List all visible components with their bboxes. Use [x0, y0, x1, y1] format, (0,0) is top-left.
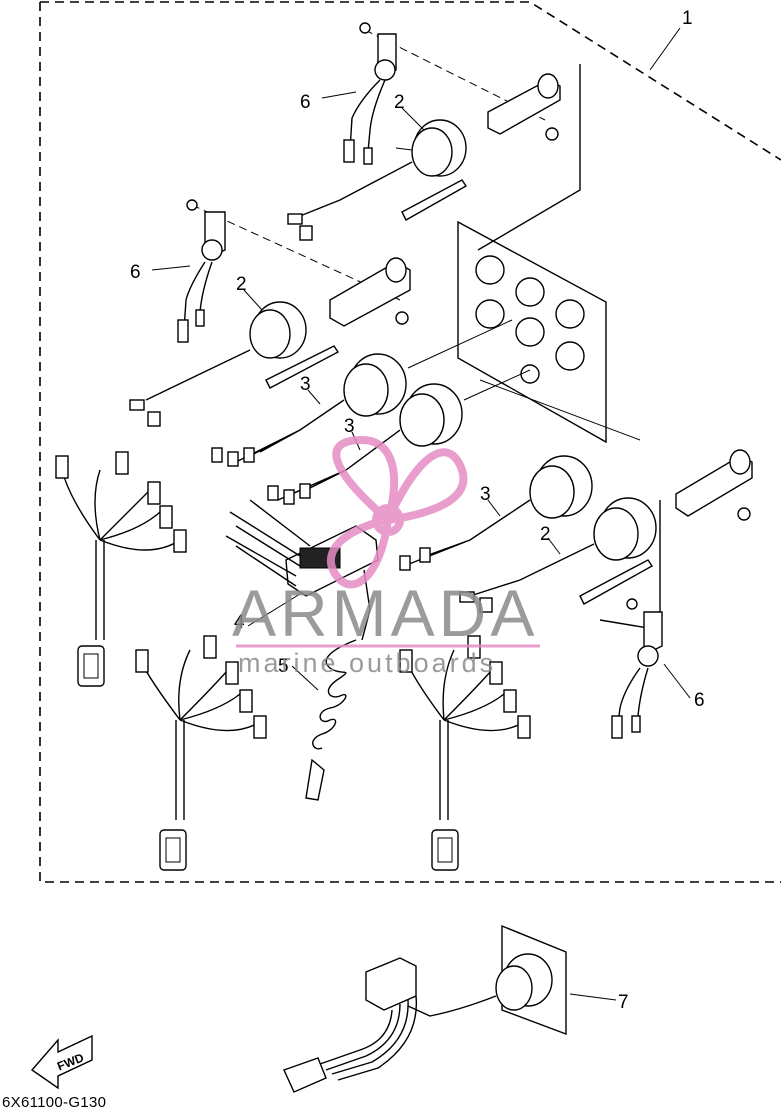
callout-1: 1 [682, 8, 693, 29]
gauge-assembly-right [399, 379, 753, 739]
propeller-logo [327, 435, 468, 589]
watermark-tagline: marine outboards [238, 648, 496, 678]
wiring-harness-center [135, 635, 267, 871]
gauge-assembly-3b [267, 369, 531, 505]
callout-5: 5 [278, 656, 289, 677]
callout-2-middle: 2 [236, 274, 247, 295]
wiring-harness-right [399, 635, 531, 871]
callout-labels: 1 2 2 2 3 3 3 4 5 6 6 6 7 [130, 8, 705, 1013]
callout-3-c: 3 [480, 484, 491, 505]
gauge-assembly-top [287, 22, 581, 251]
callout-3-b: 3 [344, 416, 355, 437]
gauge-assembly-3a [211, 319, 513, 467]
instrument-panel-plate [457, 220, 607, 444]
sensor-harness-lower [283, 924, 567, 1093]
watermark-brand: ARMADA [232, 576, 538, 650]
callout-7: 7 [618, 992, 629, 1013]
armada-watermark: ARMADA marine outboards [232, 435, 540, 678]
callout-2-top: 2 [394, 92, 405, 113]
callout-4: 4 [234, 612, 245, 633]
leader-lines [151, 27, 691, 1001]
assembly-boundary [39, 1, 781, 883]
callout-6-middle: 6 [130, 262, 141, 283]
lanyard-cord [305, 569, 371, 801]
gauge-assembly-middle [129, 199, 411, 427]
callout-6-right: 6 [694, 690, 705, 711]
callout-2-right: 2 [540, 524, 551, 545]
fwd-arrow-icon: FWD [30, 1034, 93, 1090]
callout-3-a: 3 [300, 374, 311, 395]
callout-6-top: 6 [300, 92, 311, 113]
wiring-harness-left [55, 451, 187, 687]
drawing-code: 6X61100-G130 [2, 1094, 107, 1111]
